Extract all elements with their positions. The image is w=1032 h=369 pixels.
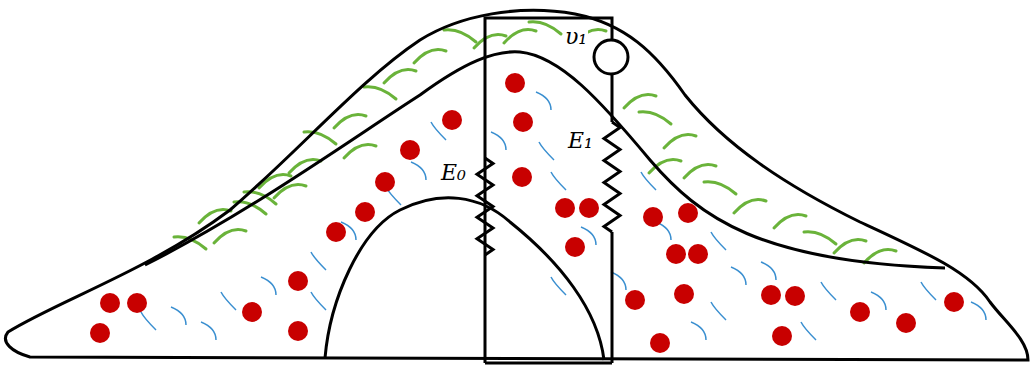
red-cell <box>513 112 533 132</box>
parameter-label: E₁ <box>567 130 594 152</box>
blue-fibre <box>641 172 656 190</box>
model-base <box>485 362 612 365</box>
outer-outline <box>5 10 1028 360</box>
red-cell <box>505 73 525 93</box>
green-fibre <box>344 145 376 159</box>
red-cell <box>127 293 147 313</box>
blue-fibre <box>491 132 506 150</box>
red-cell <box>555 198 575 218</box>
inner-cavity <box>325 198 604 360</box>
blue-fibre <box>711 232 726 250</box>
blue-fibre <box>551 277 566 295</box>
green-fibre <box>384 70 416 84</box>
red-cell <box>288 271 308 291</box>
red-cell <box>375 172 395 192</box>
red-cell <box>785 286 805 306</box>
blue-fibre <box>311 252 326 270</box>
red-cell <box>442 110 462 130</box>
blue-fibre <box>871 292 886 310</box>
resistor-symbol <box>604 122 620 232</box>
blue-fibre <box>711 302 726 320</box>
blue-fibres <box>141 92 986 340</box>
red-cell <box>688 244 708 264</box>
blue-fibre <box>731 267 746 285</box>
blue-fibre <box>261 277 276 295</box>
red-cell <box>579 198 599 218</box>
blue-fibre <box>821 282 836 300</box>
blue-fibre <box>221 292 236 310</box>
blue-fibre <box>201 322 216 340</box>
red-cell <box>674 284 694 304</box>
parameter-label: υ₁ <box>564 26 588 48</box>
red-cells <box>90 73 964 353</box>
red-cell <box>666 244 686 264</box>
mechanical-model <box>477 18 628 363</box>
blue-fibre <box>971 302 986 320</box>
red-cell <box>643 207 663 227</box>
red-cell <box>400 140 420 160</box>
blue-fibre <box>921 282 936 300</box>
green-fibre <box>334 115 366 129</box>
blue-fibre <box>761 262 776 280</box>
green-fibres <box>174 22 896 263</box>
green-fibre <box>474 35 506 49</box>
green-fibre <box>214 230 246 244</box>
green-fibre <box>734 200 766 214</box>
red-cell <box>100 293 120 313</box>
red-cell <box>326 222 346 242</box>
red-cell <box>565 237 585 257</box>
layer-boundary <box>145 52 945 268</box>
red-cell <box>761 285 781 305</box>
blue-fibre <box>311 292 326 310</box>
green-fibre <box>624 95 656 109</box>
model-wire <box>611 232 614 363</box>
blue-fibre <box>801 322 816 340</box>
green-fibre <box>444 30 476 42</box>
red-cell <box>650 333 670 353</box>
model-wire <box>611 74 614 122</box>
parameter-label: E₀ <box>440 162 467 184</box>
green-fibre <box>414 50 446 64</box>
red-cell <box>944 292 964 312</box>
green-fibre <box>834 240 866 254</box>
green-fibre <box>684 165 716 179</box>
red-cell <box>625 290 645 310</box>
red-cell <box>355 202 375 222</box>
green-fibre <box>639 112 671 124</box>
blue-fibre <box>141 312 156 330</box>
green-fibre <box>664 135 696 149</box>
model-wire <box>484 18 487 158</box>
red-cell <box>512 167 532 187</box>
blue-fibre <box>551 172 566 190</box>
green-fibre <box>504 30 536 44</box>
blue-fibre <box>536 92 551 110</box>
red-cell <box>288 321 308 341</box>
red-cell <box>896 313 916 333</box>
dashpot-symbol <box>594 40 628 74</box>
green-fibre <box>774 215 806 229</box>
red-cell <box>850 302 870 322</box>
red-cell <box>90 323 110 343</box>
red-cell <box>772 326 792 346</box>
red-cell <box>678 203 698 223</box>
red-cell <box>242 302 262 322</box>
blue-fibre <box>171 307 186 325</box>
blue-fibre <box>411 162 426 180</box>
resistor-symbol <box>477 158 493 255</box>
green-fibre <box>529 22 561 34</box>
green-fibre <box>804 232 836 244</box>
blue-fibre <box>691 322 706 340</box>
green-fibre <box>364 87 396 99</box>
blue-fibre <box>539 142 554 160</box>
green-fibre <box>704 182 736 194</box>
green-fibre <box>864 250 896 264</box>
model-frame <box>485 18 612 363</box>
